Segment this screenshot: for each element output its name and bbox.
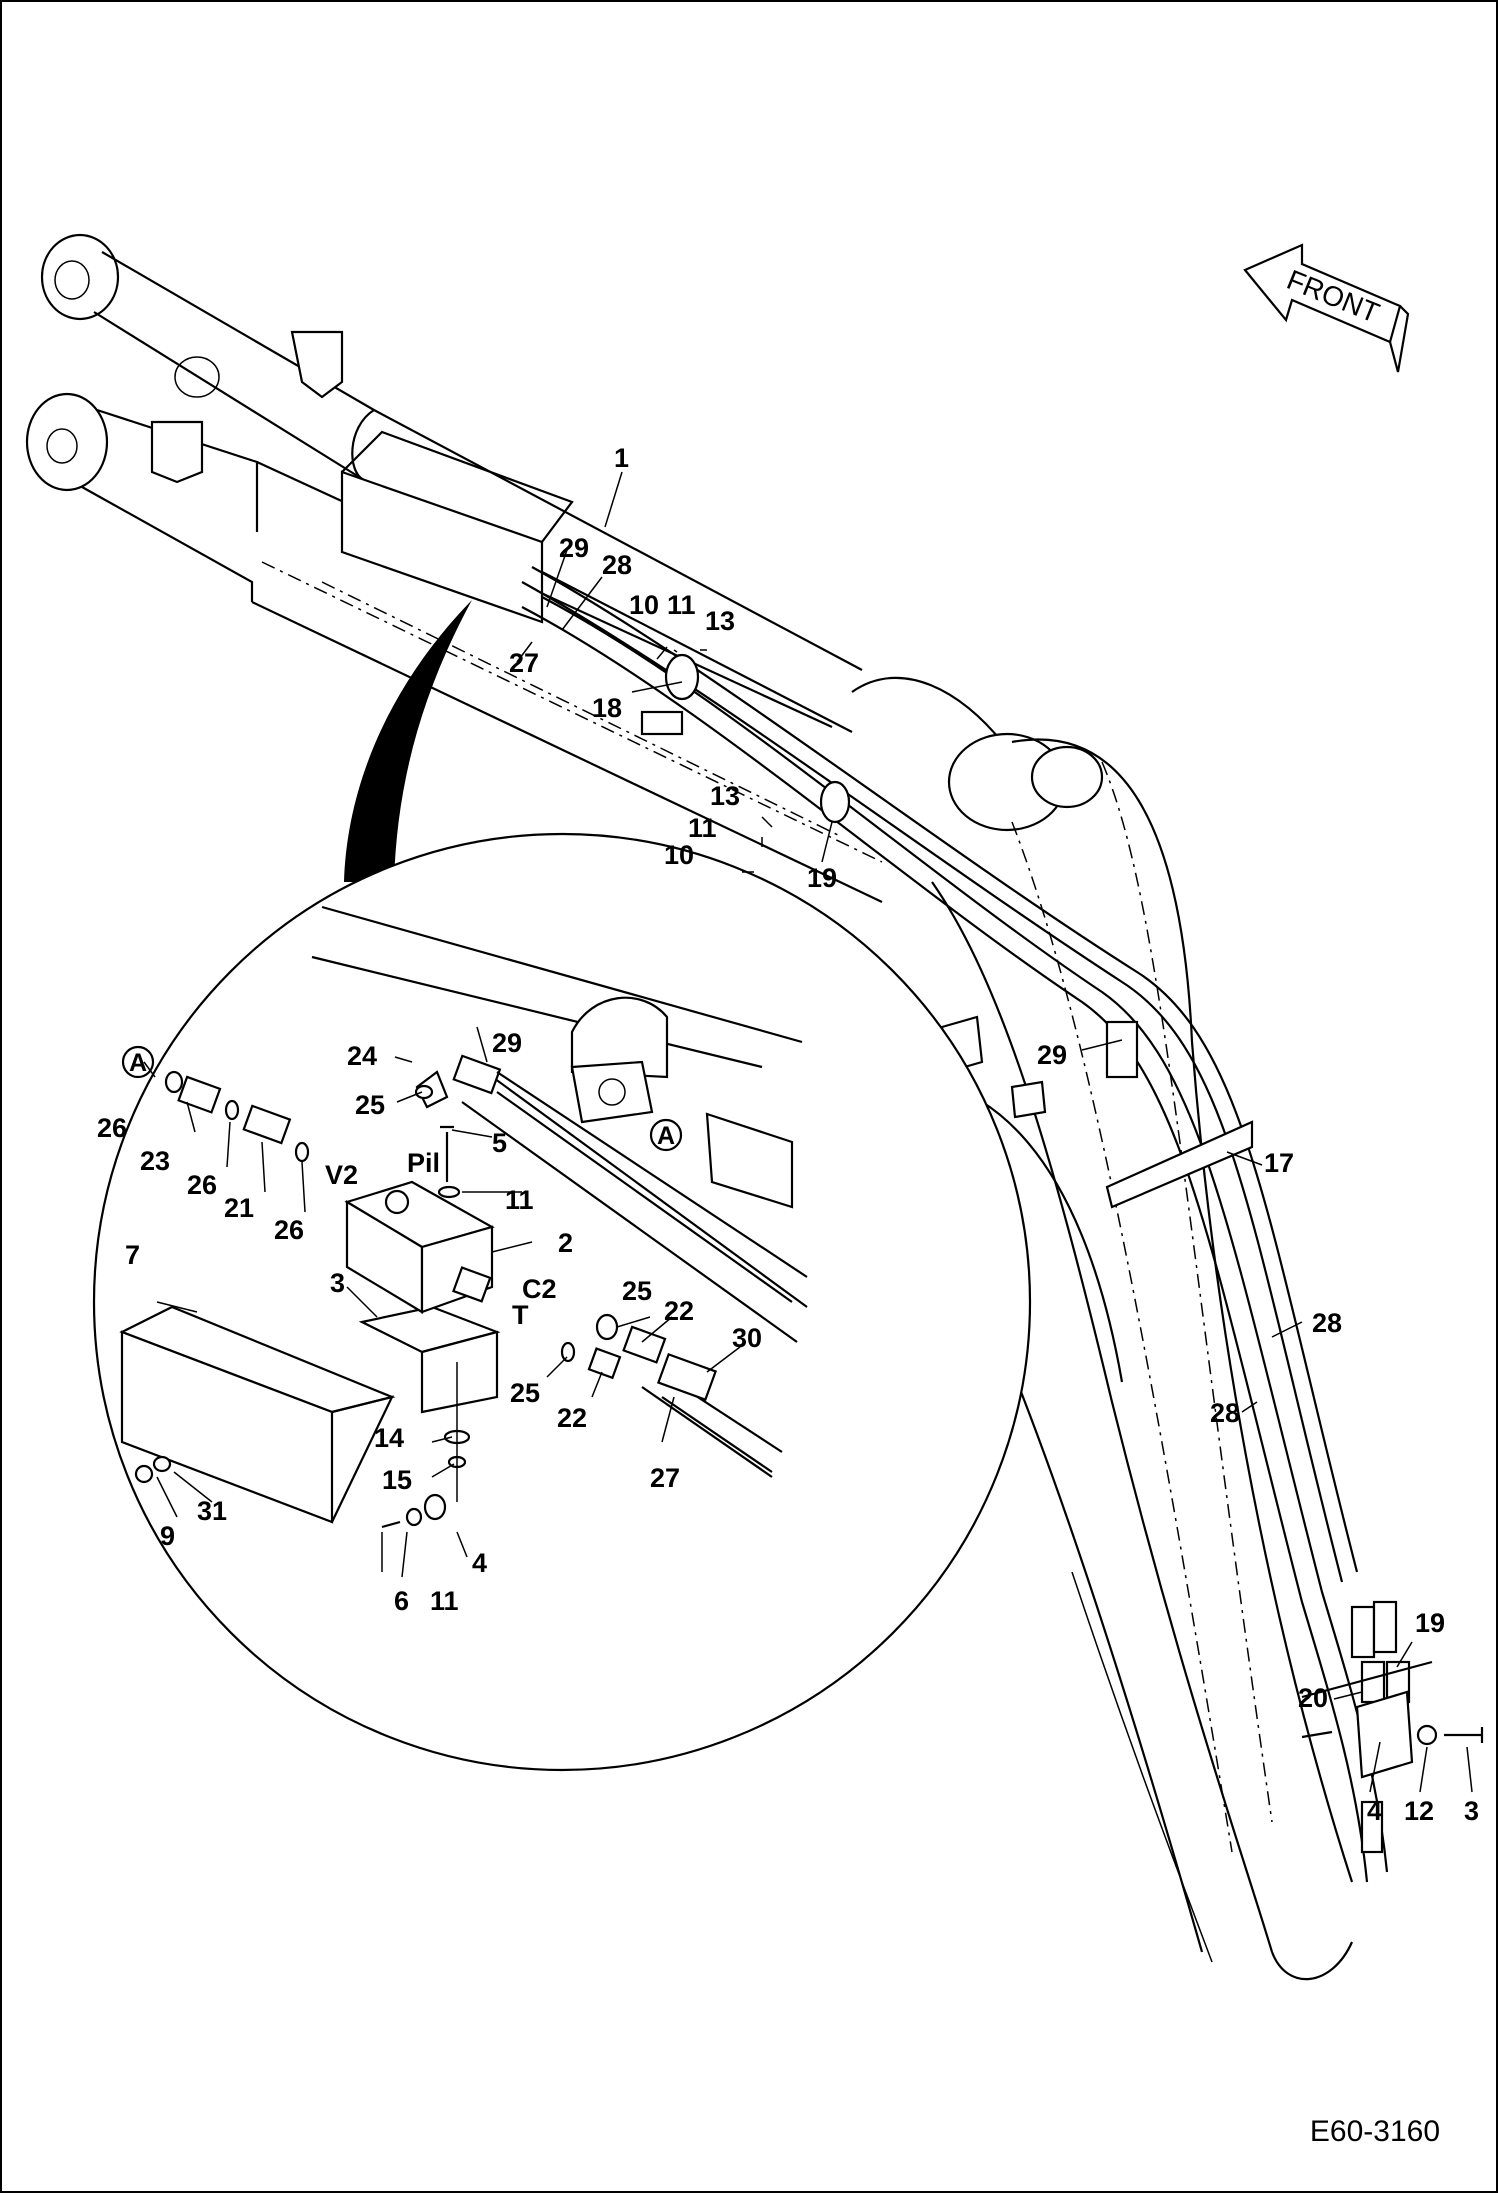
callout-27: 26 (187, 1170, 217, 1200)
callout-4: 4 (472, 1548, 487, 1578)
detail-leader-swoosh (344, 600, 472, 882)
callout-17: 18 (592, 693, 622, 723)
callout-23: 22 (664, 1296, 694, 1326)
callout-29: 28 (602, 550, 632, 580)
detail-view-circle: A A (92, 832, 1032, 1772)
callout-26: 25 (622, 1276, 652, 1306)
callout-29: 29 (492, 1028, 522, 1058)
callout-11: 11 (667, 590, 696, 620)
callout-29: 28 (1312, 1308, 1342, 1338)
front-label: FRONT (1283, 264, 1384, 329)
callout-4: 4 (1367, 1796, 1382, 1826)
port-label-pil: Pil (407, 1148, 440, 1178)
hose-routing (521, 566, 1484, 1883)
callout-12: 12 (1404, 1796, 1434, 1826)
port-label-v2: V2 (325, 1160, 358, 1190)
callout-1: 1 (614, 443, 629, 473)
callout-20: 21 (224, 1193, 254, 1223)
callout-19: 20 (1298, 1683, 1328, 1713)
callout-3-label: 3 (330, 1268, 345, 1298)
callout-9-label: 9 (160, 1521, 175, 1551)
callout-7: 5 (492, 1128, 507, 1158)
callout-28: 28 (1210, 1398, 1240, 1428)
detail-ref-a-right: A (657, 1122, 675, 1150)
callout-25: 25 (355, 1090, 385, 1120)
callout-5: 7 (125, 1240, 140, 1270)
callout-13: 13 (705, 606, 735, 636)
callout-28: 27 (650, 1463, 680, 1493)
callout-30: 29 (559, 533, 589, 563)
callout-31: 31 (197, 1496, 227, 1526)
callout-30: 30 (732, 1323, 762, 1353)
callout-11: 11 (688, 813, 717, 843)
callout-26: 26 (97, 1113, 127, 1143)
callout-11: 11 (430, 1586, 459, 1616)
callout-13: 13 (710, 781, 740, 811)
detail-ref-a-left: A (129, 1049, 147, 1077)
callout-22-label: 22 (557, 1403, 587, 1433)
callout-6: 6 (394, 1586, 409, 1616)
callout-8: 3 (1464, 1796, 1479, 1826)
callout-16: 17 (1264, 1148, 1294, 1178)
callout-10: 10 (664, 840, 694, 870)
callout-28: 27 (509, 648, 539, 678)
port-label-c2: C2 (522, 1274, 557, 1304)
callout-24: 24 (347, 1041, 377, 1071)
callout-14: 14 (374, 1423, 404, 1453)
callout-25: 25 (510, 1378, 540, 1408)
callout-11: 11 (505, 1185, 534, 1215)
callout-19: 19 (1415, 1608, 1445, 1638)
callout-26: 26 (274, 1215, 304, 1245)
callout-2: 2 (558, 1228, 573, 1258)
callout-numbers: 1 29 28 10 11 13 27 18 13 11 10 19 29 17… (97, 443, 1479, 1826)
callout-30: 29 (1037, 1040, 1067, 1070)
callout-leaders (143, 471, 1473, 1793)
front-direction-arrow: FRONT (1243, 243, 1410, 373)
callout-15: 15 (382, 1465, 412, 1495)
port-labels: V2 Pil C2 T (325, 1148, 557, 1330)
figure-code: E60-3160 (1309, 2115, 1440, 2148)
callout-10: 10 (629, 590, 659, 620)
callout-21: 23 (140, 1146, 170, 1176)
callout-18: 19 (807, 863, 837, 893)
port-label-t: T (512, 1300, 529, 1330)
